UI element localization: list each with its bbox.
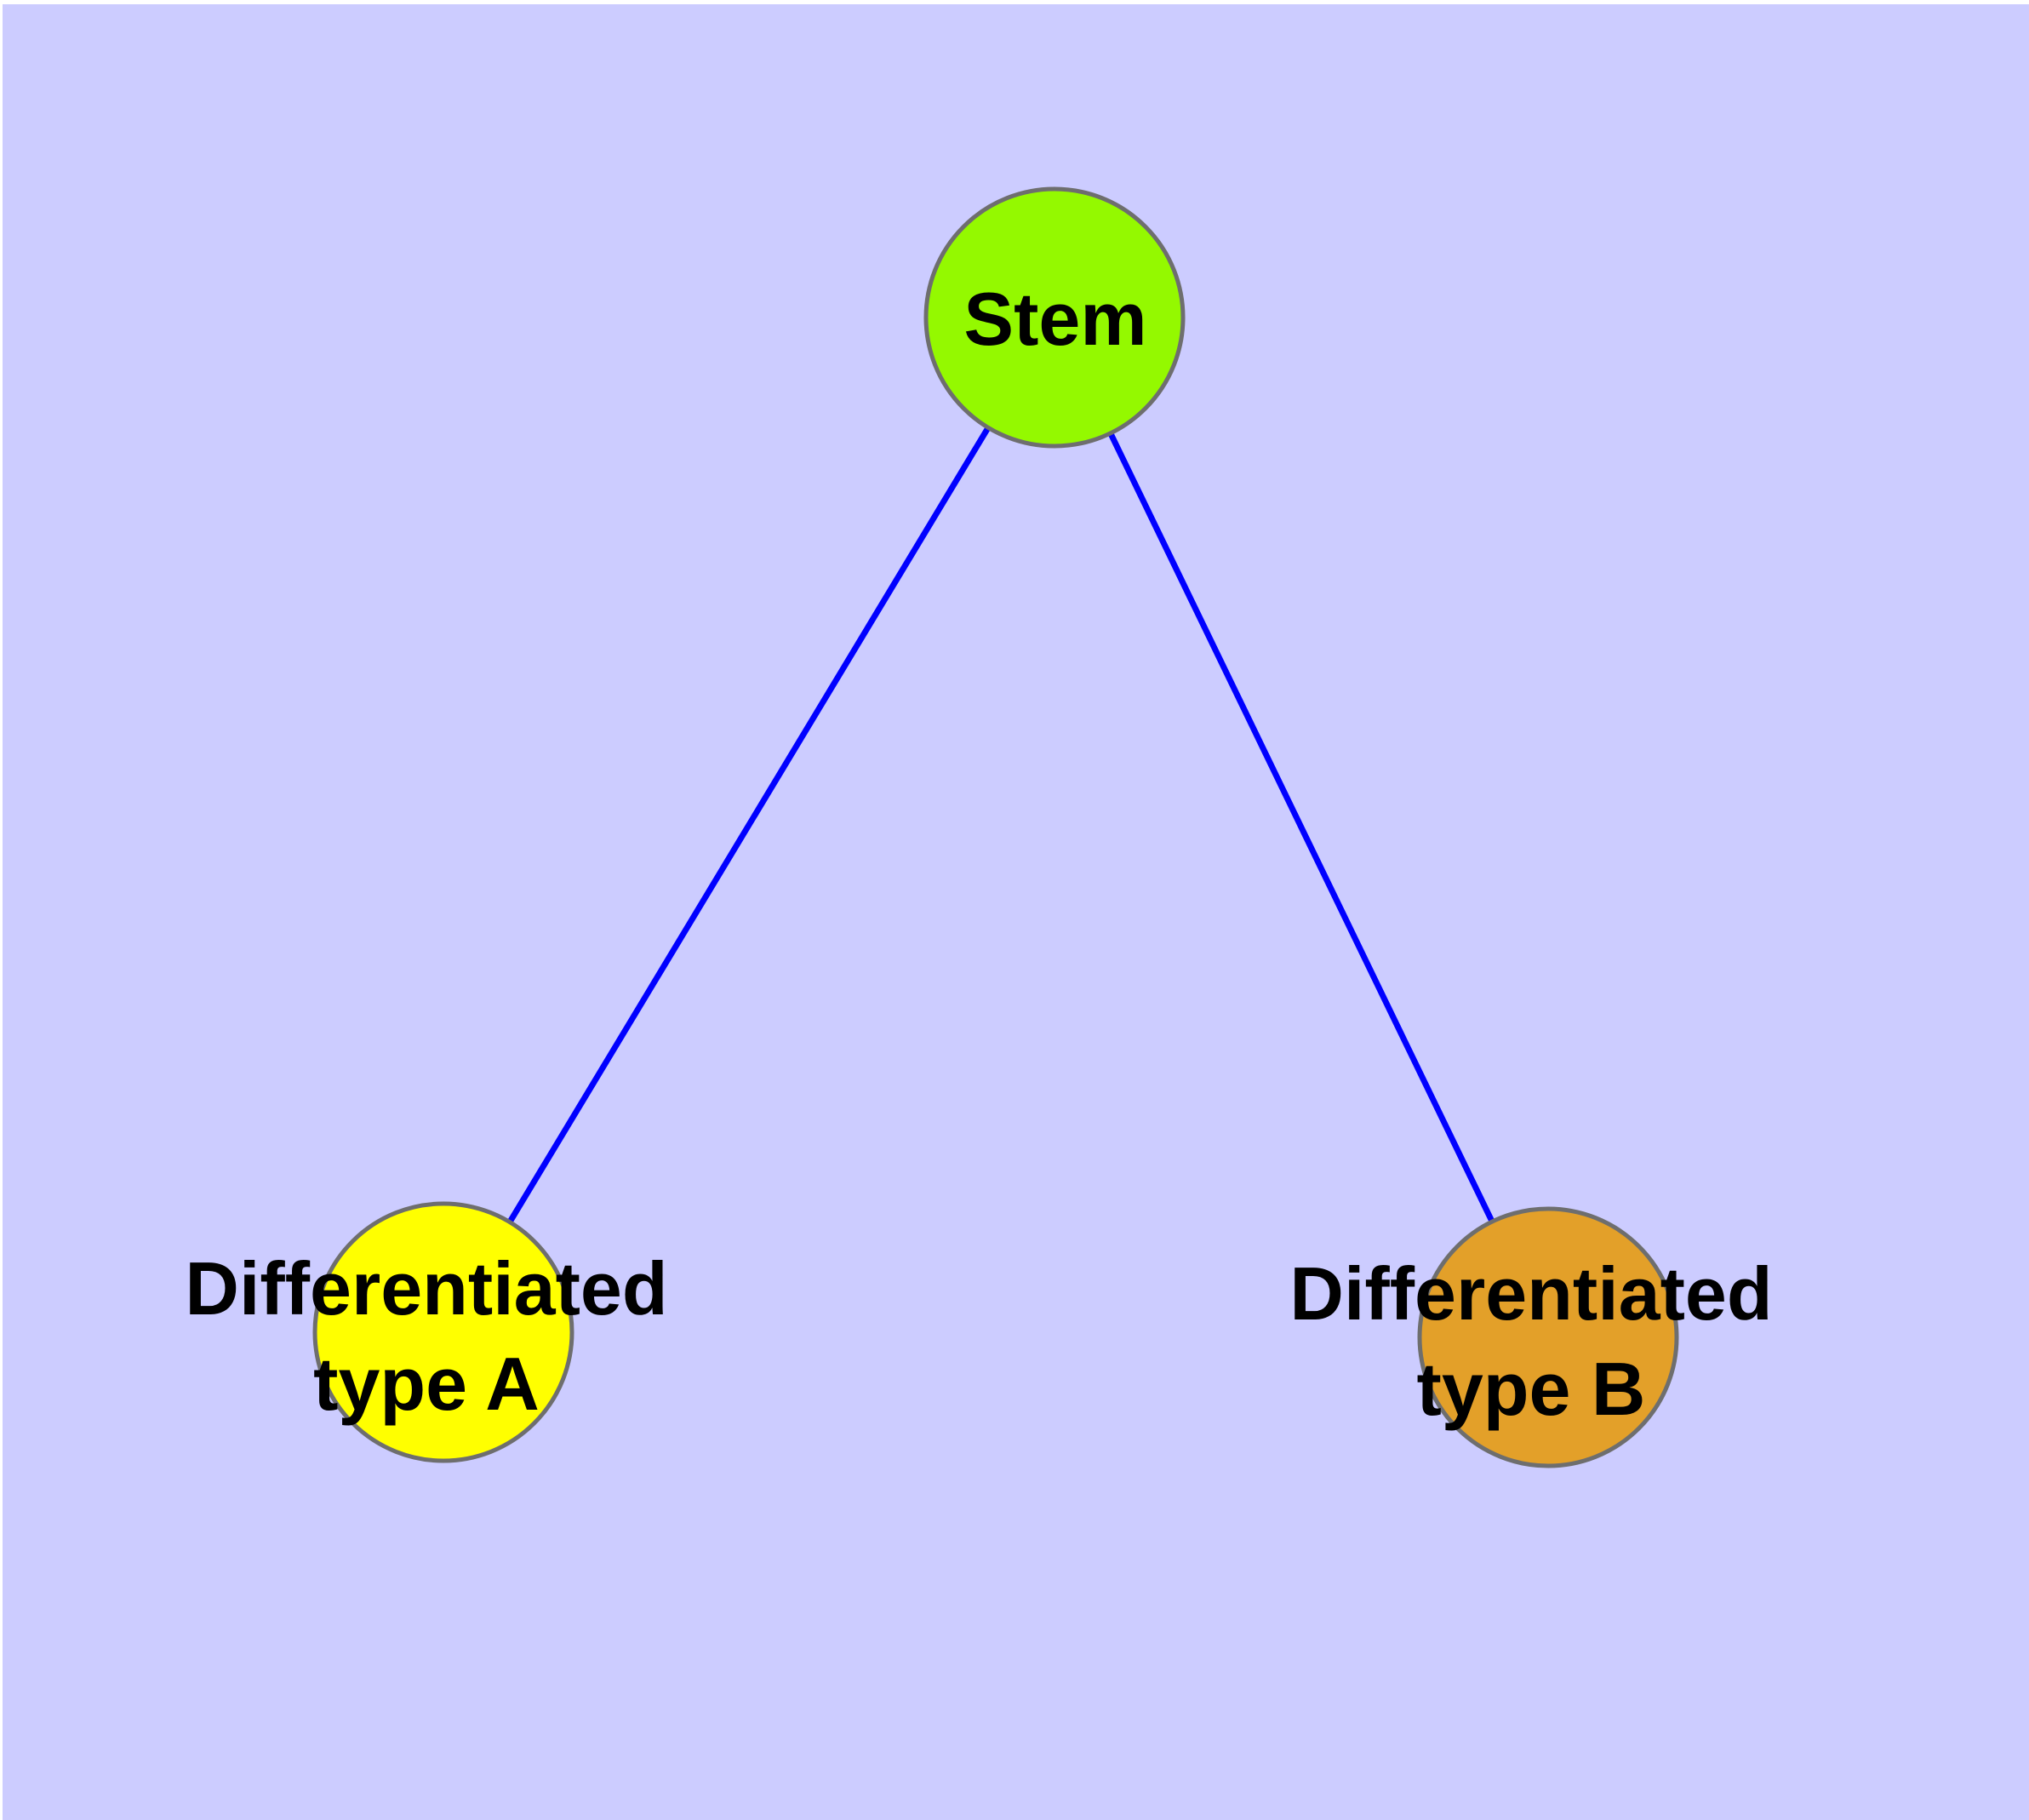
- edge-stem-to-type-a: [440, 314, 1058, 1336]
- node-type-a-circle: [312, 1201, 574, 1463]
- node-type-b-circle: [1417, 1206, 1679, 1468]
- node-type-a-label: Differentiated type A: [185, 1246, 668, 1426]
- node-stem-label: Stem: [963, 277, 1147, 361]
- node-type-b-label: Differentiated type B: [1289, 1251, 1773, 1431]
- edge-stem-to-type-b: [1051, 314, 1552, 1341]
- node-stem-circle: [923, 186, 1186, 449]
